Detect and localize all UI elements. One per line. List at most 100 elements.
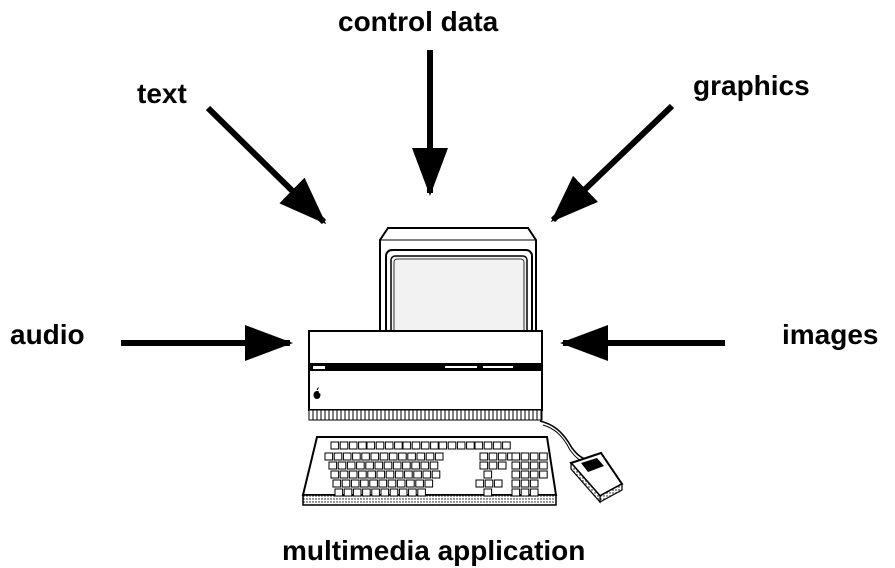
keyboard-key (384, 441, 394, 450)
keyboard-key (483, 470, 493, 479)
keyboard-key (415, 479, 424, 488)
keyboard-key (408, 488, 417, 497)
keyboard-key (343, 488, 353, 497)
keyboard-key (369, 479, 378, 488)
keyboard-key (394, 470, 404, 479)
keyboard-key (378, 479, 388, 488)
label-multimedia-application: multimedia application (282, 535, 586, 566)
keyboard-key (483, 488, 493, 497)
keyboard-key (520, 488, 530, 497)
arrow-text (205, 105, 327, 225)
keyboard-key (330, 441, 340, 450)
keyboard-key (407, 452, 416, 461)
keyboard-key (350, 479, 360, 488)
keyboard-key (365, 461, 374, 470)
keyboard-key (511, 488, 521, 497)
keyboard-key (370, 452, 380, 461)
computer-monitor-icon (379, 227, 537, 361)
keyboard-key (406, 479, 415, 488)
keyboard-key (539, 452, 548, 461)
keyboard-key (429, 461, 439, 470)
keyboard-key (520, 470, 530, 479)
keyboard-key (497, 461, 507, 470)
keyboard-key (402, 441, 412, 450)
keyboard-key (520, 452, 530, 461)
keyboard-key (361, 452, 370, 461)
keyboard-key (348, 470, 358, 479)
keyboard-key (358, 441, 367, 450)
keyboard-key (456, 441, 466, 450)
keyboard-key (360, 479, 369, 488)
keyboard-key (417, 488, 426, 497)
keyboard-key (383, 461, 393, 470)
keyboard-key (332, 479, 342, 488)
keyboard-key (488, 461, 498, 470)
keyboard-key (333, 452, 343, 461)
keyboard-key (356, 461, 365, 470)
keyboard-key (539, 461, 548, 470)
keyboard-key (493, 479, 503, 488)
keyboard-key (438, 441, 448, 450)
keyboard-key (389, 488, 399, 497)
apple-logo-icon (313, 387, 323, 399)
keyboard-key (466, 441, 475, 450)
label-images: images (782, 319, 879, 350)
label-text: text (137, 78, 187, 109)
keyboard-key (394, 441, 403, 450)
keyboard-key (529, 470, 539, 479)
label-graphics: graphics (693, 70, 810, 101)
keyboard-key (342, 452, 352, 461)
keyboard-key (367, 470, 376, 479)
keyboard-key (339, 441, 349, 450)
keyboard-key (341, 479, 351, 488)
keyboard-key (352, 452, 361, 461)
keyboard-key (474, 441, 484, 450)
keyboard-icon (301, 436, 558, 506)
keyboard-key (411, 461, 420, 470)
keyboard-key (529, 452, 539, 461)
keyboard-key (529, 479, 539, 488)
keyboard-key (479, 461, 489, 470)
keyboard-key (422, 470, 432, 479)
keyboard-key (346, 461, 356, 470)
keyboard-key (358, 470, 367, 479)
keyboard-key (366, 441, 376, 450)
keyboard-key (511, 461, 521, 470)
keyboard-key (339, 470, 349, 479)
keyboard-key (492, 441, 502, 450)
keyboard-key (413, 470, 422, 479)
keyboard-key (398, 452, 407, 461)
keyboard-key (511, 452, 521, 461)
keyboard-key (402, 461, 411, 470)
keyboard-key (502, 441, 511, 450)
keyboard-key (387, 479, 397, 488)
label-audio: audio (10, 319, 85, 350)
keyboard-key (511, 479, 521, 488)
keyboard-key (431, 470, 441, 479)
keyboard-key (484, 479, 494, 488)
keyboard-key (511, 470, 521, 479)
keyboard-key (539, 470, 548, 479)
keyboard-key (488, 452, 498, 461)
keyboard-key (434, 452, 444, 461)
keyboard-key (337, 461, 347, 470)
keyboard-key (475, 479, 485, 488)
keyboard-key (380, 488, 390, 497)
mouse-icon (569, 451, 624, 504)
keyboard-key (420, 441, 430, 450)
keyboard-key (430, 441, 439, 450)
keyboard-key (398, 488, 408, 497)
keyboard-key (416, 452, 426, 461)
keyboard-key (497, 452, 507, 461)
keyboard-key (392, 461, 402, 470)
keyboard-key (385, 470, 395, 479)
keyboard-key (374, 461, 384, 470)
keyboard-key (352, 488, 362, 497)
keyboard-key (324, 452, 334, 461)
keyboard-key (396, 479, 406, 488)
keyboard-key (371, 488, 380, 497)
keyboard-key (425, 452, 435, 461)
keyboard-key (447, 441, 457, 450)
keyboard-key (375, 441, 385, 450)
